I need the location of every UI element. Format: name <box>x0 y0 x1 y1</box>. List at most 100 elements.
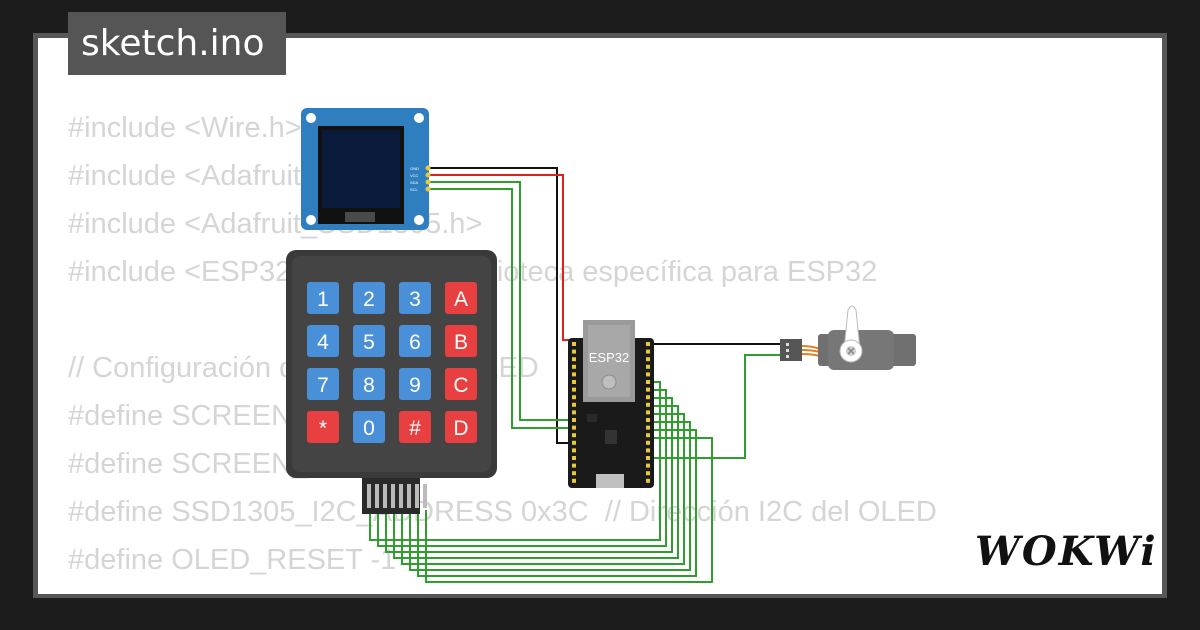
keypad-key-label: 0 <box>363 417 375 440</box>
keypad-key-face <box>445 411 477 443</box>
keypad-key-label: 1 <box>317 288 329 311</box>
esp32-pin <box>646 418 650 422</box>
esp32-pin <box>646 357 650 362</box>
keypad-key-label: C <box>453 374 468 397</box>
keypad-key[interactable]: 1 <box>307 282 339 314</box>
keypad-key[interactable]: # <box>399 411 431 443</box>
keypad-wires <box>369 381 713 583</box>
esp32-pin <box>646 448 650 453</box>
esp32-pin <box>572 380 576 384</box>
wire-scl <box>430 188 580 429</box>
esp32-pin <box>646 395 650 400</box>
keypad-key[interactable]: 6 <box>399 325 431 357</box>
oled-display[interactable]: GND VCC SDA SCL <box>301 108 431 230</box>
keypad-key-label: 7 <box>317 374 329 397</box>
esp32-pin <box>646 342 650 346</box>
esp32-pin <box>572 349 576 354</box>
keypad-header-pins <box>367 484 427 508</box>
esp32-pin <box>646 463 650 468</box>
keypad-key[interactable]: * <box>307 411 339 443</box>
keypad-key-face <box>353 282 385 314</box>
code-line: #define OLED_RESET -1 <box>68 544 397 576</box>
keypad-key-face <box>307 282 339 314</box>
keypad-key-face <box>445 282 477 314</box>
esp32-pin <box>572 342 576 346</box>
esp32-pin <box>572 402 576 407</box>
keypad-key-label: 8 <box>363 374 375 397</box>
keypad-key-face <box>307 411 339 443</box>
esp32-pin <box>646 440 650 445</box>
servo-wire-signal <box>650 354 780 459</box>
keypad-key[interactable]: 2 <box>353 282 385 314</box>
keypad-key-face <box>353 411 385 443</box>
esp32-pin <box>572 463 576 468</box>
keypad-key-face <box>399 282 431 314</box>
esp32-pin <box>572 456 576 460</box>
keypad-key-label: 4 <box>317 331 329 354</box>
esp32-pin <box>646 478 650 483</box>
esp32-pin <box>572 364 576 369</box>
keypad-key-label: 2 <box>363 288 375 311</box>
esp32-pin <box>572 410 576 415</box>
keypad-key-face <box>399 368 431 400</box>
esp32-pin <box>572 372 576 377</box>
esp32-pin <box>572 433 576 438</box>
keypad-key[interactable]: B <box>445 325 477 357</box>
keypad-key-face <box>399 325 431 357</box>
oled-pin-label: VCC <box>410 173 419 178</box>
esp32-pin <box>572 395 576 400</box>
oled-pin-label: SCL <box>410 187 419 192</box>
esp32-pin <box>646 380 650 384</box>
code-line: Adafruit_SSD1305 display = Adafruit_SSD1… <box>68 584 1162 594</box>
esp32-pin <box>646 410 650 415</box>
esp32-board[interactable]: ESP32 <box>568 320 654 488</box>
servo-wires <box>650 343 780 459</box>
keypad-key[interactable]: 5 <box>353 325 385 357</box>
keypad-key-label: 5 <box>363 331 375 354</box>
keypad-key-face <box>445 368 477 400</box>
keypad-key-face <box>353 368 385 400</box>
keypad-key[interactable]: 4 <box>307 325 339 357</box>
esp32-pin <box>646 387 650 392</box>
keypad-key-label: * <box>319 417 327 440</box>
file-tab[interactable]: sketch.ino <box>68 12 286 75</box>
keypad-key[interactable]: 0 <box>353 411 385 443</box>
esp32-pin <box>572 478 576 483</box>
usb-port <box>596 474 624 488</box>
esp32-pin <box>572 471 576 476</box>
keypad-key-face <box>353 325 385 357</box>
esp32-pin <box>572 440 576 445</box>
keypad-key[interactable]: 3 <box>399 282 431 314</box>
oled-pins: GND VCC SDA SCL <box>410 165 431 192</box>
keypad-key-face <box>445 325 477 357</box>
keypad-key[interactable]: 7 <box>307 368 339 400</box>
keypad-key-face <box>307 325 339 357</box>
keypad-key[interactable]: A <box>445 282 477 314</box>
keypad-key[interactable]: 9 <box>399 368 431 400</box>
keypad-key-label: A <box>454 288 468 311</box>
esp32-pin <box>646 372 650 377</box>
code-line: #include <Adafruit_SSD1305.h> <box>68 208 483 240</box>
keypad-key[interactable]: C <box>445 368 477 400</box>
esp32-pin <box>572 418 576 422</box>
keypad-key[interactable]: 8 <box>353 368 385 400</box>
esp32-pin <box>646 433 650 438</box>
esp32-pin <box>572 357 576 362</box>
wokwi-logo: WOKWi <box>975 528 1158 575</box>
esp32-pin <box>646 349 650 354</box>
keypad-key-label: # <box>409 417 421 440</box>
oled-pin-label: SDA <box>410 180 419 185</box>
esp32-pin <box>646 402 650 407</box>
keypad-key-face <box>307 368 339 400</box>
keypad-key-label: 9 <box>409 374 421 397</box>
oled-pin-label: GND <box>410 166 419 171</box>
code-line: #include <Wire.h> <box>68 112 302 144</box>
servo-motor[interactable] <box>780 305 916 370</box>
esp32-pin <box>572 448 576 453</box>
keypad-key-label: B <box>454 331 468 354</box>
keypad-key-label: D <box>453 417 468 440</box>
esp32-pin <box>572 425 576 430</box>
keypad-key[interactable]: D <box>445 411 477 443</box>
